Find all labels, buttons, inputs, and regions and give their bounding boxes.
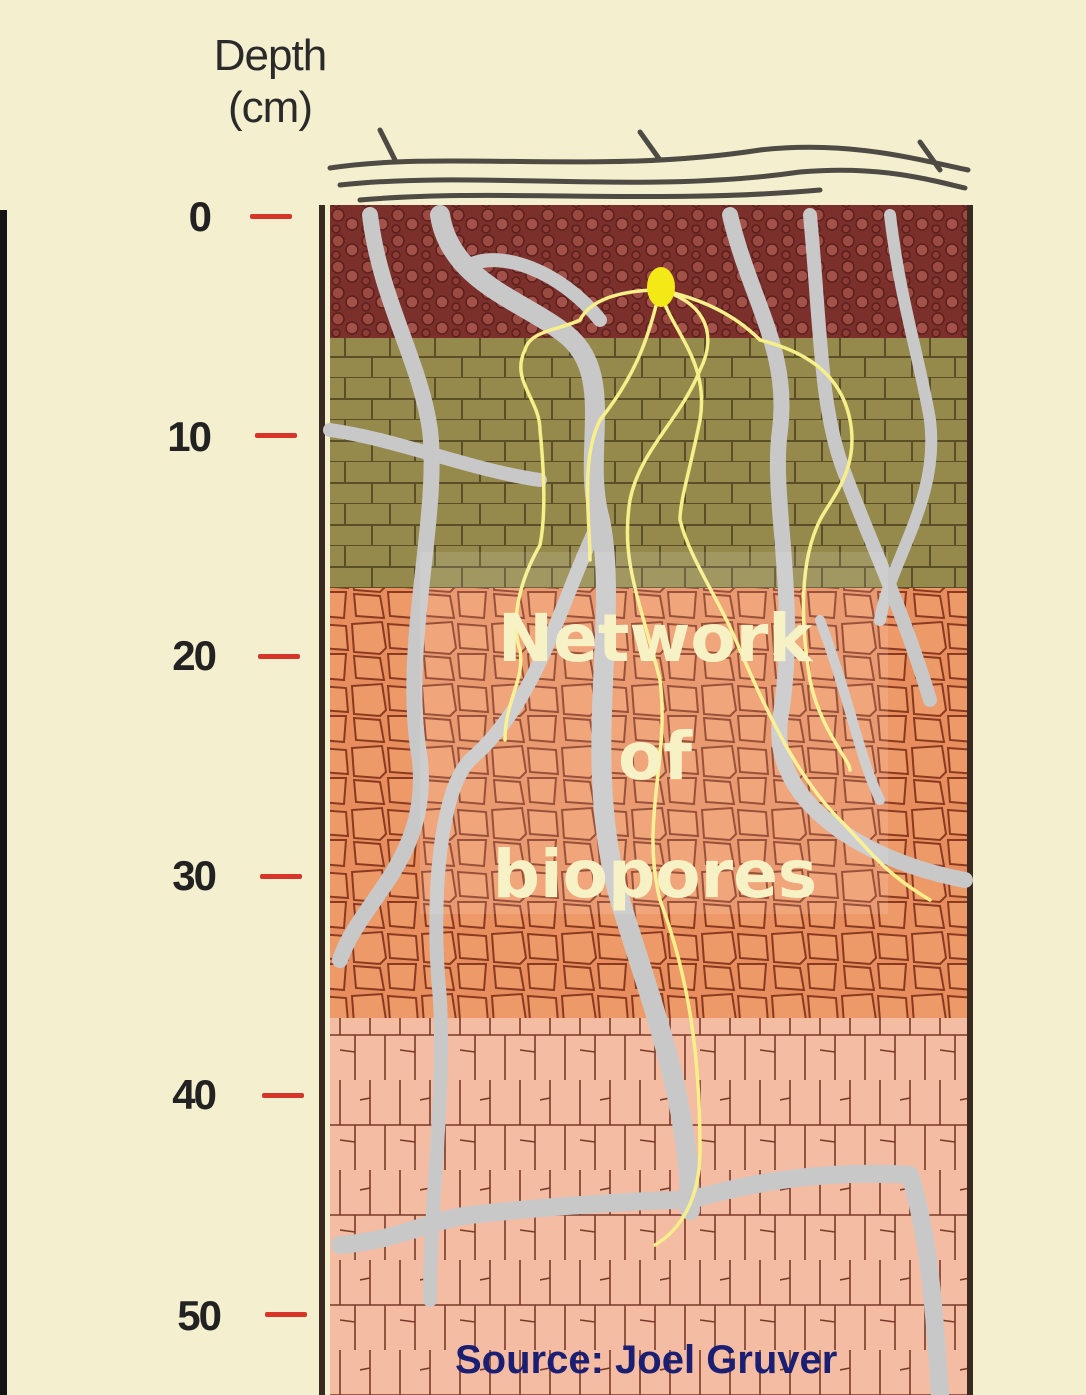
overlay-label-line3: biopores xyxy=(420,816,890,934)
biopores-overlay-label: Network of biopores xyxy=(420,580,890,934)
topsoil-layer xyxy=(330,205,970,340)
overlay-label-line2: of xyxy=(420,698,890,816)
root-origin-icon xyxy=(647,267,675,307)
source-credit: Source: Joel Gruver xyxy=(455,1338,995,1383)
surface-litter xyxy=(330,130,968,200)
overlay-label-line1: Network xyxy=(420,580,890,698)
